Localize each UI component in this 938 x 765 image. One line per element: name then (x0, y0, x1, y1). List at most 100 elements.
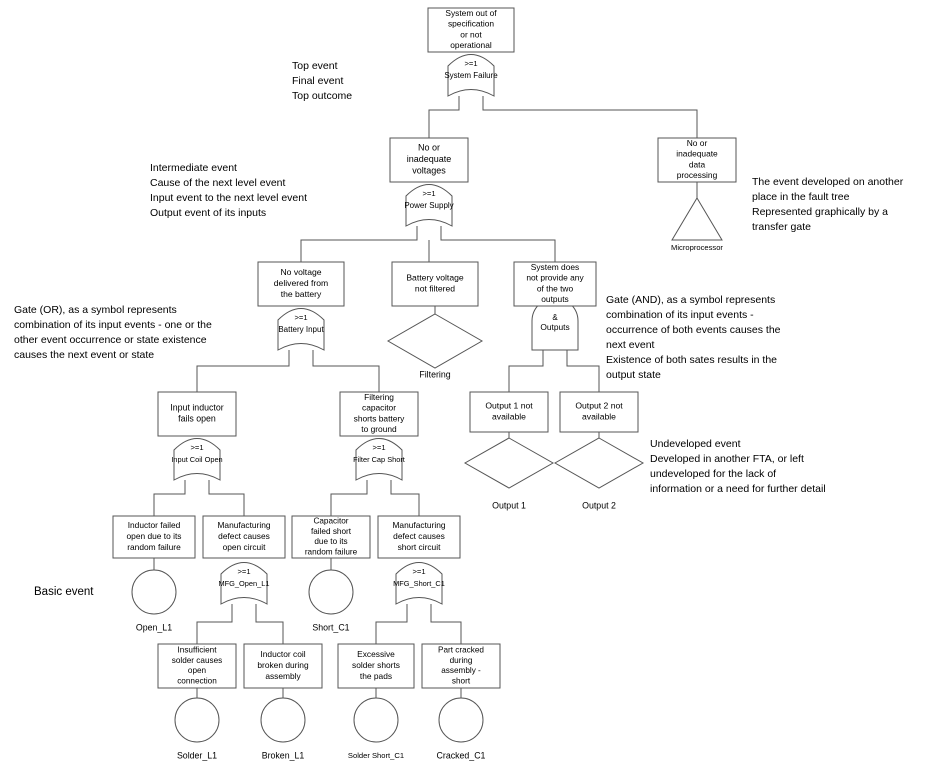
gate-symbol: >=1 (412, 567, 425, 576)
gate-outline-or (405, 184, 453, 227)
undeveloped-event-ud-output2[interactable]: Output 2 (553, 437, 645, 510)
basic-event-circle (353, 697, 399, 743)
undeveloped-event-ud-output1[interactable]: Output 1 (463, 437, 555, 510)
undeveloped-event-diamond (386, 313, 484, 369)
basic-event-be-solder-short[interactable]: Solder Short_C1 (348, 697, 404, 760)
gate-symbol: >=1 (464, 59, 477, 68)
basic-event-be-open-l1[interactable]: Open_L1 (131, 569, 177, 632)
annotation-an-basic-event: Basic event (34, 586, 94, 598)
basic-event-circle (308, 569, 354, 615)
event-box-outline (421, 643, 501, 689)
event-box-outline (291, 515, 371, 559)
basic-event-circle (174, 697, 220, 743)
gate-label: Battery Input (278, 325, 324, 334)
connector-c-outputs-bus (508, 350, 600, 392)
gate-label: System Failure (444, 71, 498, 80)
gate-outline-or (447, 54, 495, 97)
event-box-outline (337, 643, 415, 689)
event-box-outline (202, 515, 286, 559)
gate-label: MFG_Open_L1 (219, 579, 270, 588)
basic-event-label: Solder_L1 (177, 750, 217, 760)
basic-event-be-solder-l1[interactable]: Solder_L1 (174, 697, 220, 760)
connector-c-mfgshort-bus (375, 604, 462, 644)
gate-symbol: >=1 (294, 313, 307, 322)
event-box-outline (469, 391, 549, 433)
gate-outline-or (277, 308, 325, 351)
event-box-outline (559, 391, 639, 433)
gate-outline-or (355, 438, 403, 481)
transfer-gate-triangle (671, 197, 723, 241)
event-box-outline (157, 643, 237, 689)
gate-label: Input Coil Open (171, 455, 222, 464)
undeveloped-event-ud-filtering[interactable]: Filtering (386, 313, 484, 379)
event-box-outline (377, 515, 461, 559)
gate-outline-or (173, 438, 221, 481)
event-box-outline (257, 261, 345, 307)
basic-event-label: Cracked_C1 (437, 750, 486, 760)
gate-symbol: >=1 (372, 443, 385, 452)
basic-event-be-short-c1[interactable]: Short_C1 (308, 569, 354, 632)
connector-c-fcap-bus (330, 480, 420, 516)
event-box-outline (513, 261, 597, 307)
gate-symbol: >=1 (422, 189, 435, 198)
transfer-gate-layer: Microprocessor (671, 197, 723, 252)
gate-symbol: & (552, 313, 558, 322)
event-box-outline (391, 261, 479, 307)
undeveloped-event-label: Filtering (419, 369, 450, 379)
undeveloped-event-diamond (463, 437, 555, 489)
basic-event-be-cracked-c1[interactable]: Cracked_C1 (437, 697, 486, 760)
gate-outline-or (220, 562, 268, 605)
basic-event-be-broken-l1[interactable]: Broken_L1 (260, 697, 306, 760)
undeveloped-event-diamond (553, 437, 645, 489)
gate-label: Filter Cap Short (353, 455, 405, 464)
gate-symbol: >=1 (190, 443, 203, 452)
connector-c-mfgopen-bus (196, 604, 284, 644)
basic-event-label: Solder Short_C1 (348, 751, 404, 760)
transfer-gate-tg-microprocessor[interactable]: Microprocessor (671, 197, 723, 252)
